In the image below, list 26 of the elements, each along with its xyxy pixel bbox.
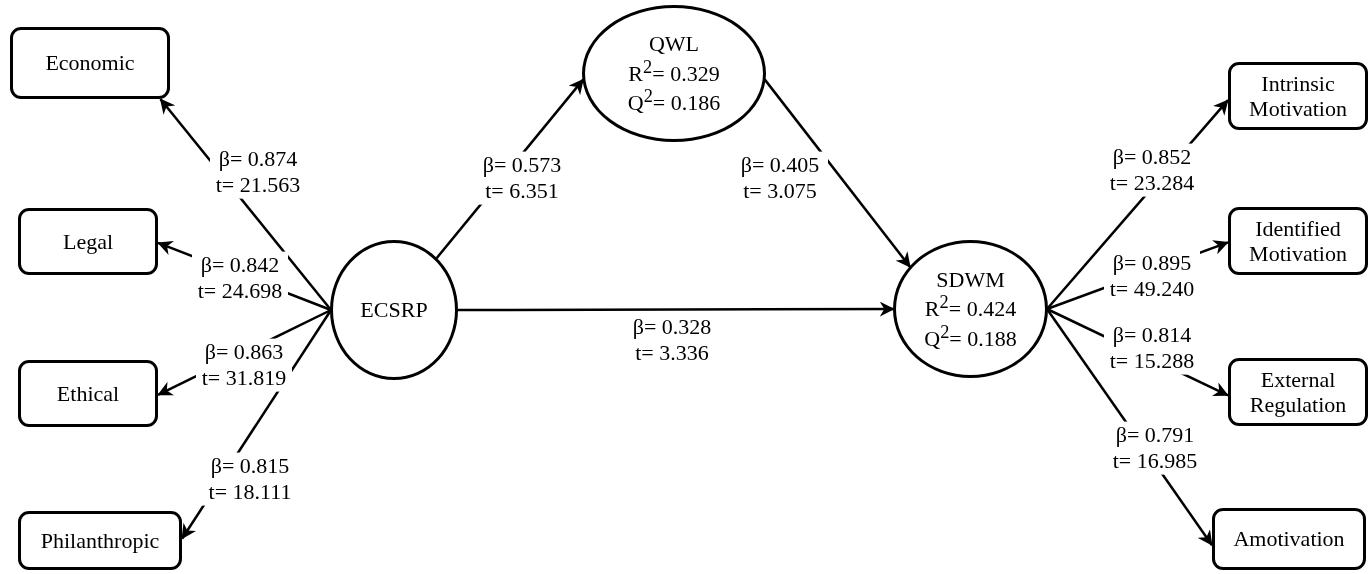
fit-statistic: Q$^{2}$= 0.186 (627, 86, 721, 116)
indicator-box (1212, 508, 1366, 570)
indicator-box (1228, 62, 1368, 130)
node-label: QWL (648, 31, 700, 57)
indicator-box (1228, 207, 1368, 275)
node-label: Ethical (56, 380, 120, 407)
fit-statistic: R$^{2}$= 0.424 (924, 292, 1017, 322)
node-label: Identified Motivation (1248, 215, 1348, 267)
fit-statistic: Q$^{2}$= 0.188 (924, 321, 1017, 352)
edge-label: β= 0.863 t= 31.819 (196, 338, 292, 392)
node-label: Philanthropic (40, 527, 160, 554)
node-label: SDWM (936, 266, 1005, 292)
node-label: External Regulation (1248, 366, 1348, 418)
indicator-box (10, 27, 170, 99)
indicator-box (1228, 358, 1368, 426)
fit-statistic: R$^{2}$= 0.329 (628, 56, 720, 87)
node-label: Economic (45, 50, 135, 76)
arrow (457, 301, 895, 317)
indicator-box (18, 208, 158, 275)
indicator-box (18, 511, 182, 570)
node-label: Amotivation (1233, 526, 1345, 552)
node-label: ECSRP (360, 297, 428, 323)
arrow (763, 78, 912, 268)
indicator-box (18, 360, 158, 427)
node-label: Legal (62, 228, 114, 255)
node-label: Intrinsic Motivation (1248, 70, 1348, 122)
